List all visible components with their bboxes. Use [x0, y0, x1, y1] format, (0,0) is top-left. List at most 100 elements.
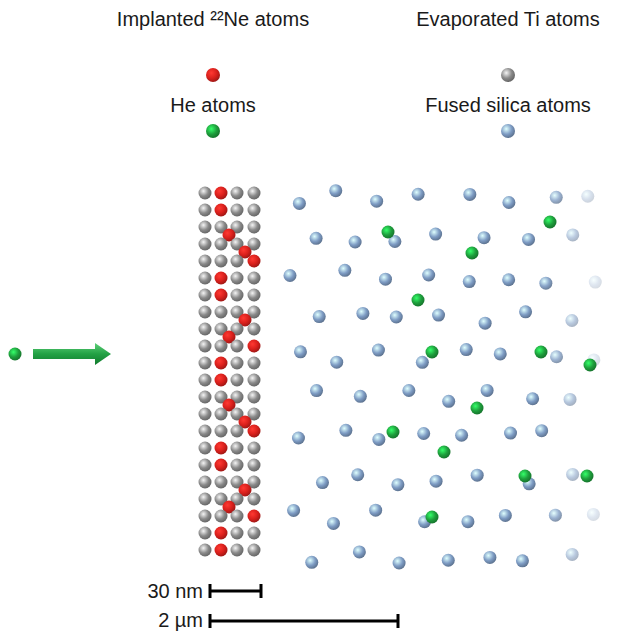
atom [199, 187, 212, 200]
atom [248, 493, 261, 506]
atom [310, 232, 323, 245]
atom [215, 527, 228, 540]
atom [248, 544, 261, 557]
atom [231, 442, 244, 455]
atom [215, 357, 228, 370]
atom [504, 427, 517, 440]
atom [199, 476, 212, 489]
atom [550, 191, 563, 204]
scale-bar [210, 620, 398, 623]
atom [535, 346, 548, 359]
atom [422, 268, 435, 281]
atom [356, 307, 369, 320]
atom [351, 468, 364, 481]
atom [522, 233, 535, 246]
atom [478, 231, 491, 244]
atom [215, 544, 228, 557]
atom [432, 309, 445, 322]
scale-bar [210, 590, 261, 593]
atom [584, 359, 597, 372]
atom [215, 476, 228, 489]
atom [402, 384, 415, 397]
atom [231, 187, 244, 200]
atom [581, 190, 594, 203]
atom [516, 554, 529, 567]
legend-label: He atoms [170, 94, 256, 116]
atom [215, 289, 228, 302]
atom [231, 204, 244, 217]
atom [494, 347, 507, 360]
atom [199, 374, 212, 387]
atom [294, 345, 307, 358]
atom [566, 548, 579, 561]
atom [248, 527, 261, 540]
atom [539, 277, 552, 290]
atom [199, 272, 212, 285]
atom [199, 391, 212, 404]
atom [417, 427, 430, 440]
atom [442, 554, 455, 567]
atom [412, 188, 425, 201]
atom [429, 228, 442, 241]
atom [499, 509, 512, 522]
atom [292, 431, 305, 444]
atom [461, 515, 474, 528]
atom [199, 493, 212, 506]
atom [248, 289, 261, 302]
scale-label: 30 nm [147, 580, 203, 602]
atom [379, 273, 392, 286]
atom [199, 238, 212, 251]
atom [231, 272, 244, 285]
legend-label: Implanted ²²Ne atoms [117, 8, 309, 30]
atom [372, 344, 385, 357]
atom [199, 357, 212, 370]
atom [390, 311, 403, 324]
atom [215, 255, 228, 268]
atom [393, 556, 406, 569]
scale-tick [209, 614, 212, 628]
atom [544, 216, 557, 229]
atom [438, 446, 451, 459]
atom [463, 188, 476, 201]
atom [549, 509, 562, 522]
atom [215, 459, 228, 472]
atom [215, 442, 228, 455]
atom [215, 425, 228, 438]
atom [589, 276, 602, 289]
legend-swatch [501, 68, 515, 82]
atom [330, 356, 343, 369]
atom [248, 204, 261, 217]
atom [329, 184, 342, 197]
atom [502, 273, 515, 286]
atom [231, 340, 244, 353]
atom [327, 517, 340, 530]
atom [248, 510, 261, 523]
atom [9, 348, 22, 361]
atom [316, 476, 329, 489]
beam-arrow [33, 343, 111, 365]
atom [248, 374, 261, 387]
atom [248, 187, 261, 200]
atom [248, 340, 261, 353]
atom [535, 424, 548, 437]
atom [305, 556, 318, 569]
atom [248, 272, 261, 285]
atom [199, 340, 212, 353]
atom [519, 470, 532, 483]
atom [566, 228, 579, 241]
atom [215, 238, 228, 251]
atom [231, 459, 244, 472]
atom [460, 343, 473, 356]
atom [502, 196, 515, 209]
atom [564, 393, 577, 406]
legend-label: Evaporated Ti atoms [416, 8, 599, 30]
atom [565, 314, 578, 327]
atom [479, 317, 492, 330]
atom [215, 204, 228, 217]
atom [481, 384, 494, 397]
atom [353, 545, 366, 558]
atom [231, 425, 244, 438]
atom [466, 247, 479, 260]
atom [199, 408, 212, 421]
